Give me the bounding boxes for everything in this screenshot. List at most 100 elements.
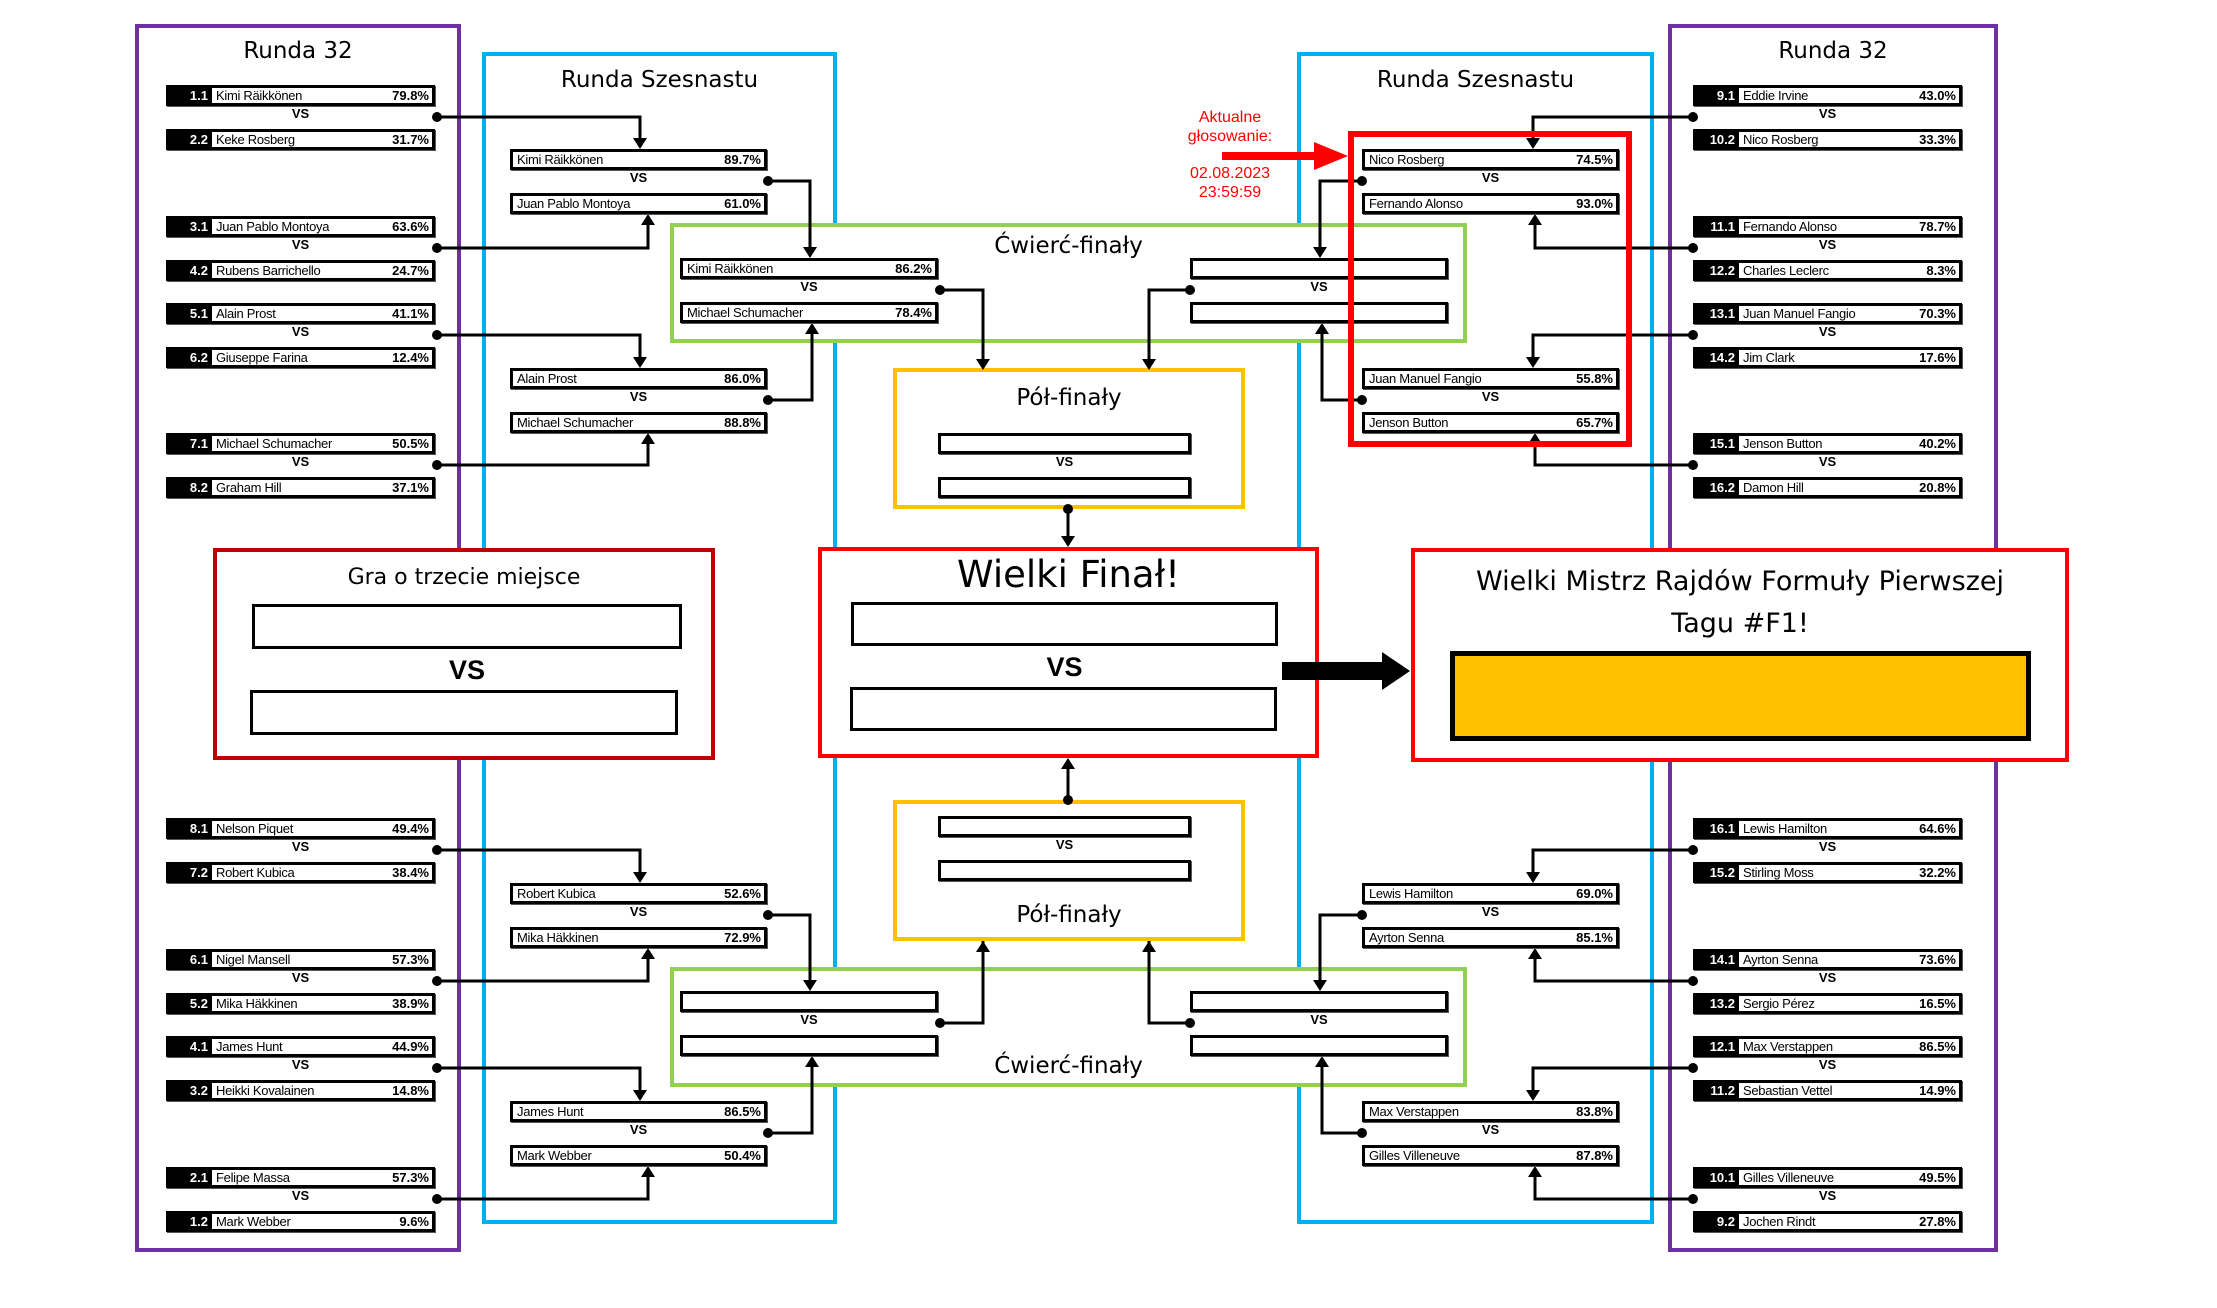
final-slot-a: [851, 602, 1278, 646]
bracket-slot[interactable]: [938, 477, 1191, 498]
seed-badge: 12.1: [1693, 1039, 1739, 1054]
competitor-name: Giuseppe Farina: [216, 350, 308, 365]
seed-badge: 9.2: [1693, 1214, 1739, 1229]
round32-right-title: Runda 32: [1778, 38, 1888, 64]
seed-badge: 2.2: [166, 132, 212, 147]
arrow-down-icon: [633, 138, 647, 149]
connector-line: [768, 179, 812, 256]
bracket-slot[interactable]: [1190, 302, 1448, 323]
round16-left-title: Runda Szesnastu: [560, 67, 759, 93]
bracket-slot[interactable]: [938, 816, 1191, 837]
bracket-slot[interactable]: 6.2 Giuseppe Farina 12.4%: [166, 347, 435, 368]
bracket-slot[interactable]: [1190, 258, 1448, 279]
connector-line: [437, 435, 650, 467]
competitor-name: Nelson Piquet: [216, 821, 294, 836]
final-vs: VS: [1046, 652, 1083, 682]
arrow-up-icon: [805, 1056, 819, 1067]
seed-badge: 6.2: [166, 350, 212, 365]
bracket-slot[interactable]: [1190, 1035, 1448, 1056]
vote-percentage: 12.4%: [392, 350, 429, 365]
competitor-name: Jim Clark: [1743, 350, 1795, 365]
quarterfinals-top-panel: [670, 223, 1467, 343]
seed-badge: 5.1: [166, 306, 212, 321]
vs-label: VS: [1310, 1012, 1328, 1027]
vote-percentage: 57.3%: [392, 952, 429, 967]
competitor-name: Michael Schumacher: [216, 436, 332, 451]
vote-percentage: 86.0%: [724, 371, 761, 386]
bracket-slot[interactable]: [680, 991, 938, 1012]
vote-percentage: 85.1%: [1576, 930, 1613, 945]
vote-percentage: 9.6%: [399, 1214, 429, 1229]
vs-label: VS: [800, 279, 818, 294]
arrow-up-icon: [1315, 1056, 1329, 1067]
competitor-name: Juan Manuel Fangio: [1743, 306, 1856, 321]
competitor-name: Alain Prost: [517, 371, 577, 386]
seed-badge: 15.1: [1693, 436, 1739, 451]
bracket-slot[interactable]: [1190, 991, 1448, 1012]
bracket-slot[interactable]: [938, 860, 1191, 881]
connector-line: [1531, 115, 1693, 147]
seed-badge: 13.1: [1693, 306, 1739, 321]
competitor-name: Ayrton Senna: [1369, 930, 1444, 945]
bracket-slot[interactable]: [680, 1035, 938, 1056]
bracket-slot[interactable]: Alain Prost 86.0%: [510, 368, 767, 389]
competitor-name: Jenson Button: [1743, 436, 1823, 451]
vote-percentage: 57.3%: [392, 1170, 429, 1185]
arrow-down-icon: [976, 359, 990, 370]
competitor-name: Fernando Alonso: [1369, 196, 1463, 211]
seed-badge: 1.2: [166, 1214, 212, 1229]
bracket-slot[interactable]: [938, 433, 1191, 454]
competitor-name: Max Verstappen: [1369, 1104, 1459, 1119]
bracket-slot[interactable]: Ayrton Senna 85.1%: [1362, 927, 1619, 948]
competitor-name: Nico Rosberg: [1743, 132, 1819, 147]
competitor-name: Nigel Mansell: [216, 952, 291, 967]
